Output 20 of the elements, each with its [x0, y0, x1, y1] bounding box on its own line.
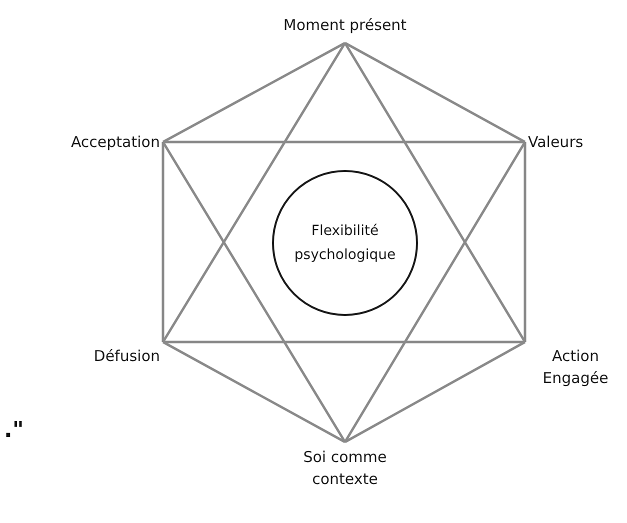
connector-line — [344, 141, 526, 443]
stray-mark: ." — [4, 418, 24, 443]
vertex-label: Valeurs — [528, 131, 608, 153]
connector-line — [524, 142, 526, 342]
center-circle: Flexibilité psychologique — [272, 170, 418, 316]
connector-line — [162, 42, 346, 144]
connector-line — [163, 340, 525, 344]
connector-line — [162, 340, 346, 444]
vertex-label: Action Engagée — [528, 345, 623, 389]
connector-line — [344, 42, 526, 343]
connector-line — [162, 42, 346, 343]
connector-line — [344, 42, 526, 144]
vertex-label: Défusion — [50, 345, 160, 367]
connector-line — [163, 140, 525, 144]
vertex-label: Acceptation — [40, 131, 160, 153]
vertex-label: Moment présent — [265, 14, 425, 36]
connector-line — [344, 340, 526, 444]
vertex-label: Soi comme contexte — [285, 446, 405, 490]
connector-line — [162, 141, 346, 443]
connector-line — [162, 142, 164, 342]
